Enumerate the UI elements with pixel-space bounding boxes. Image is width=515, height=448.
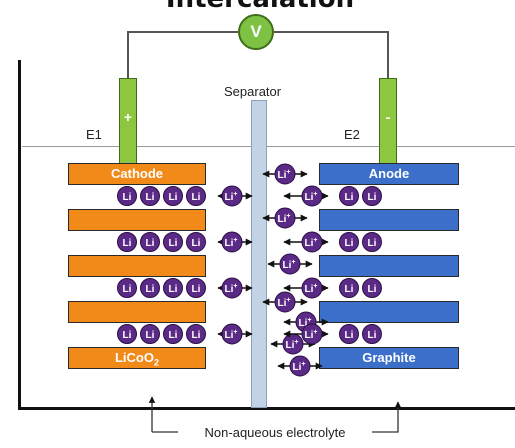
li-atom-label: Li [368, 284, 377, 295]
cathode-li-atom-1-4: Li [186, 186, 206, 206]
anode-li-atom-4-2: Li [362, 324, 382, 344]
cathode-li-ion-4: Li+ [221, 323, 243, 345]
wire-left-horizontal [127, 31, 238, 33]
anode-li-atom-4-1: Li [339, 324, 359, 344]
anode-plate-5: Graphite [319, 347, 459, 369]
positive-sign: + [123, 109, 133, 125]
cathode-li-atom-4-3: Li [163, 324, 183, 344]
diagram-title: Intercalation [140, 0, 380, 12]
li-atom-label: Li [192, 238, 201, 249]
cathode-plate-4 [68, 301, 206, 323]
anode-li-ion-1: Li+ [301, 185, 323, 207]
negative-sign: - [385, 109, 391, 125]
anode-li-ion-3: Li+ [301, 277, 323, 299]
cathode-plate-3 [68, 255, 206, 277]
wire-right-vertical [387, 31, 389, 78]
separator-li-ion-7: Li+ [289, 355, 311, 377]
li-atom-label: Li [146, 192, 155, 203]
wire-right-horizontal [274, 31, 389, 33]
anode-li-atom-2-2: Li [362, 232, 382, 252]
electrode1-label: E1 [86, 127, 102, 142]
anode-li-atom-1-2: Li [362, 186, 382, 206]
cathode-li-atom-4-1: Li [117, 324, 137, 344]
cathode-li-atom-2-1: Li [117, 232, 137, 252]
cathode-li-ion-2: Li+ [221, 231, 243, 253]
cathode-li-ion-3: Li+ [221, 277, 243, 299]
anode-li-atom-3-1: Li [339, 278, 359, 298]
electrolyte-surface-line [22, 146, 515, 147]
licoo2-label: LiCoO2 [114, 350, 159, 368]
li-atom-label: Li [368, 238, 377, 249]
cathode-li-atom-2-3: Li [163, 232, 183, 252]
cathode-li-atom-1-1: Li [117, 186, 137, 206]
anode-li-ion-4: Li+ [301, 323, 323, 345]
cathode-li-atom-2-4: Li [186, 232, 206, 252]
electrode2-label: E2 [344, 127, 360, 142]
electrolyte-label: Non-aqueous electrolyte [205, 425, 346, 440]
electrolyte-connector-right [372, 401, 402, 433]
separator-li-ion-4: Li+ [274, 291, 296, 313]
cathode-li-atom-4-4: Li [186, 324, 206, 344]
anode-plate-4 [319, 301, 459, 323]
cathode-li-atom-3-2: Li [140, 278, 160, 298]
cathode-li-ion-1: Li+ [221, 185, 243, 207]
wire-left-vertical [127, 31, 129, 78]
li-atom-label: Li [192, 284, 201, 295]
li-atom-label: Li [169, 330, 178, 341]
anode-li-atom-1-1: Li [339, 186, 359, 206]
separator-li-ion-6: Li+ [282, 333, 304, 355]
li-atom-label: Li [368, 330, 377, 341]
li-atom-label: Li [169, 238, 178, 249]
li-atom-label: Li [146, 238, 155, 249]
anode-li-ion-2: Li+ [301, 231, 323, 253]
li-atom-label: Li [345, 238, 354, 249]
cathode-plate-1: Cathode [68, 163, 206, 185]
anode-li-atom-2-1: Li [339, 232, 359, 252]
cathode-li-atom-1-3: Li [163, 186, 183, 206]
li-atom-label: Li [146, 284, 155, 295]
li-atom-label: Li [169, 284, 178, 295]
cathode-li-atom-3-4: Li [186, 278, 206, 298]
beaker-bottom [18, 407, 515, 410]
li-atom-label: Li [192, 192, 201, 203]
cathode-li-atom-3-3: Li [163, 278, 183, 298]
cathode-li-atom-1-2: Li [140, 186, 160, 206]
li-atom-label: Li [368, 192, 377, 203]
li-atom-label: Li [146, 330, 155, 341]
cathode-li-atom-2-2: Li [140, 232, 160, 252]
cathode-plate-2 [68, 209, 206, 231]
anode-plate-1: Anode [319, 163, 459, 185]
cathode-plate-5: LiCoO2 [68, 347, 206, 369]
anode-plate-3 [319, 255, 459, 277]
li-atom-label: Li [123, 192, 132, 203]
voltmeter: V [238, 14, 274, 50]
li-atom-label: Li [192, 330, 201, 341]
separator-li-ion-3: Li+ [279, 253, 301, 275]
li-atom-label: Li [345, 330, 354, 341]
li-atom-label: Li [169, 192, 178, 203]
li-atom-label: Li [345, 284, 354, 295]
cathode-li-atom-3-1: Li [117, 278, 137, 298]
li-atom-label: Li [123, 284, 132, 295]
separator-label: Separator [224, 84, 282, 99]
li-atom-label: Li [123, 238, 132, 249]
li-atom-label: Li [123, 330, 132, 341]
li-atom-label: Li [345, 192, 354, 203]
separator-li-ion-1: Li+ [274, 163, 296, 185]
anode-plate-2 [319, 209, 459, 231]
separator-li-ion-2: Li+ [274, 207, 296, 229]
cathode-li-atom-4-2: Li [140, 324, 160, 344]
anode-li-atom-3-2: Li [362, 278, 382, 298]
beaker-left-wall [18, 60, 21, 410]
